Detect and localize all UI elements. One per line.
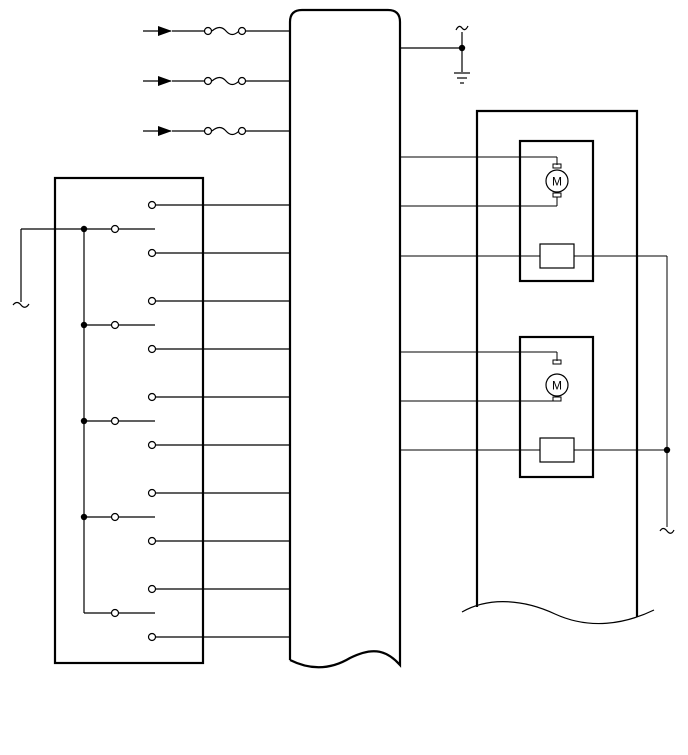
sensor-common-lead [659, 256, 675, 534]
switch-unit-box [53, 176, 205, 665]
actuator-unit-torn-edge [461, 601, 655, 625]
switch-1 [84, 200, 290, 258]
fuse-icon [211, 126, 240, 136]
switch-4 [84, 488, 290, 546]
sensor-block [539, 243, 575, 269]
motor-icon [545, 169, 569, 193]
motor-upper: M [400, 156, 569, 207]
sensor-block [539, 437, 575, 463]
actuator-module-upper [518, 139, 595, 283]
input-arrow-icon [158, 26, 172, 36]
wire-break-icon [455, 25, 469, 31]
switch-3 [84, 392, 290, 450]
switch-5 [110, 584, 290, 642]
motor-icon [545, 373, 569, 397]
wire-break-icon [659, 527, 675, 534]
switch-common-bus [12, 225, 111, 614]
wire-break-icon [12, 301, 30, 308]
input-arrow-icon [158, 126, 172, 136]
motor-label: M [552, 175, 562, 189]
sensor-lower [400, 437, 667, 463]
central-connector-body [288, 8, 402, 669]
actuator-unit-body [475, 109, 639, 617]
ground-connection [400, 25, 470, 84]
input-arrow-icon [158, 76, 172, 86]
ground-icon [454, 72, 470, 84]
power-input-3 [143, 126, 290, 136]
fuse-icon [211, 26, 240, 36]
sensor-upper [400, 243, 667, 269]
power-input-1 [143, 26, 290, 36]
motor-lower: M [400, 351, 569, 402]
switch-2 [84, 296, 290, 354]
power-input-2 [143, 76, 290, 86]
fuse-icon [211, 76, 240, 86]
actuator-module-lower [518, 335, 595, 479]
motor-label: M [552, 379, 562, 393]
